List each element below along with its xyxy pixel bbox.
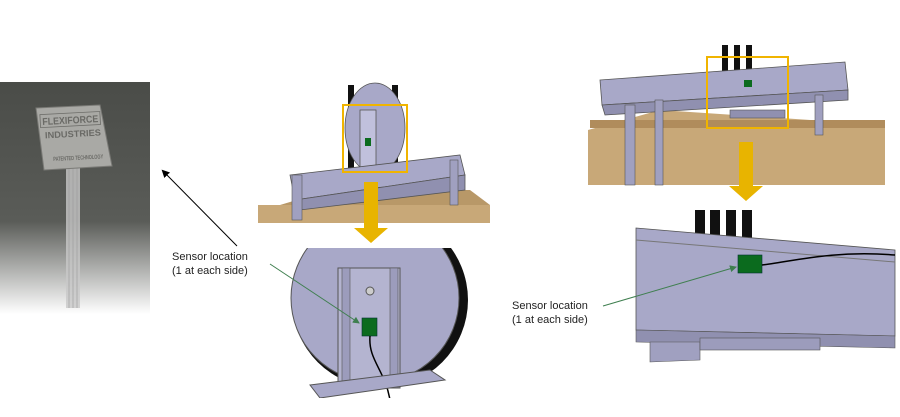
zoom-arrow xyxy=(729,142,763,201)
sensor-location-label-right: Sensor location (1 at each side) xyxy=(512,299,588,327)
label-line: Sensor location xyxy=(512,300,588,312)
photo-cable xyxy=(66,168,80,308)
sensor-marker xyxy=(361,317,378,337)
wheel-assembly-view xyxy=(258,82,490,243)
sensor-plate xyxy=(35,104,113,171)
highlight-box xyxy=(342,104,408,173)
label-line: (1 at each side) xyxy=(172,265,248,277)
pointer-arrow xyxy=(161,169,238,247)
label-line: Sensor location xyxy=(172,251,248,263)
highlight-box xyxy=(706,56,789,129)
leader-line-left xyxy=(269,263,360,324)
beam-assembly-view xyxy=(588,45,885,201)
label-line: (1 at each side) xyxy=(512,314,588,326)
leader-line-right xyxy=(602,265,737,307)
zoom-arrow xyxy=(354,182,388,243)
logo-brand-text: FLEXIFORCE xyxy=(42,114,99,128)
logo-industries-text: INDUSTRIES xyxy=(45,127,101,140)
sensor-photo: FLEXIFORCE INDUSTRIES PATENTED TECHNOLOG… xyxy=(0,82,150,314)
sensor-marker xyxy=(737,254,763,274)
beam-closeup-view xyxy=(635,210,896,363)
wheel-closeup-view xyxy=(290,248,468,398)
sensor-location-label-left: Sensor location (1 at each side) xyxy=(172,250,248,278)
logo-patent-text: PATENTED TECHNOLOGY xyxy=(53,154,103,163)
